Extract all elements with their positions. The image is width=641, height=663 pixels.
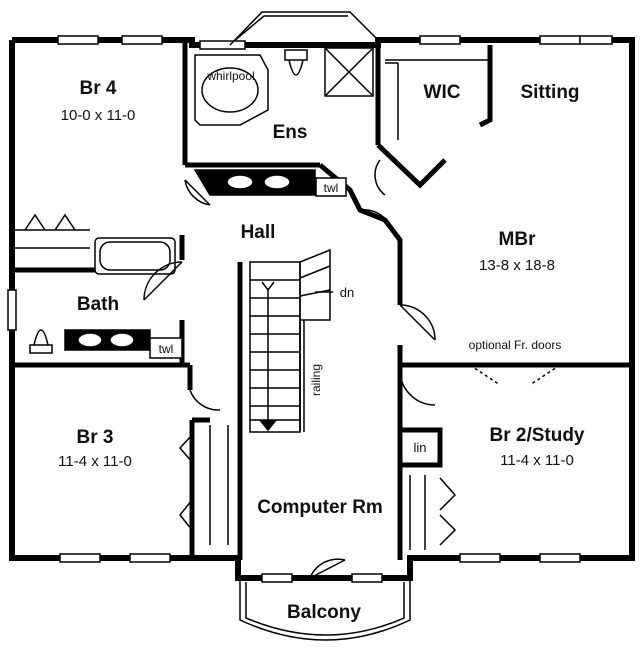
label-dn: dn <box>340 285 354 300</box>
label-optional-fr-doors: optional Fr. doors <box>469 338 562 352</box>
label-lin: lin <box>413 440 426 455</box>
room-label-hall: Hall <box>241 222 276 243</box>
room-size-br2: 11-4 x 11-0 <box>500 452 574 469</box>
shower <box>324 47 374 97</box>
balcony-outline <box>239 580 411 641</box>
room-size-mbr: 13-8 x 18-8 <box>479 257 555 274</box>
label-railing: railing <box>309 364 323 396</box>
room-label-sitting: Sitting <box>520 82 579 103</box>
label-whirlpool: whirlpool <box>206 69 254 83</box>
room-size-br4: 10-0 x 11-0 <box>61 107 136 124</box>
bathtub <box>94 237 176 275</box>
room-size-br3: 11-4 x 11-0 <box>58 453 132 470</box>
staircase <box>249 248 333 433</box>
room-label-ens: Ens <box>273 122 308 143</box>
room-label-bath: Bath <box>77 294 119 315</box>
closets <box>15 213 457 550</box>
room-label-mbr: MBr <box>499 229 537 250</box>
room-label-wic: WIC <box>424 82 461 103</box>
label-twl-ens: twl <box>324 181 339 195</box>
doors <box>143 159 561 579</box>
windows <box>7 35 613 583</box>
room-label-br4: Br 4 <box>80 78 117 99</box>
room-label-balcony: Balcony <box>287 602 361 623</box>
room-label-br3: Br 3 <box>77 427 114 448</box>
whirlpool-tub <box>194 54 269 126</box>
bay-window <box>229 11 379 46</box>
fixtures <box>29 47 490 641</box>
room-label-computer: Computer Rm <box>257 497 383 518</box>
room-label-br2: Br 2/Study <box>489 425 584 446</box>
label-twl-bath: twl <box>159 342 174 356</box>
